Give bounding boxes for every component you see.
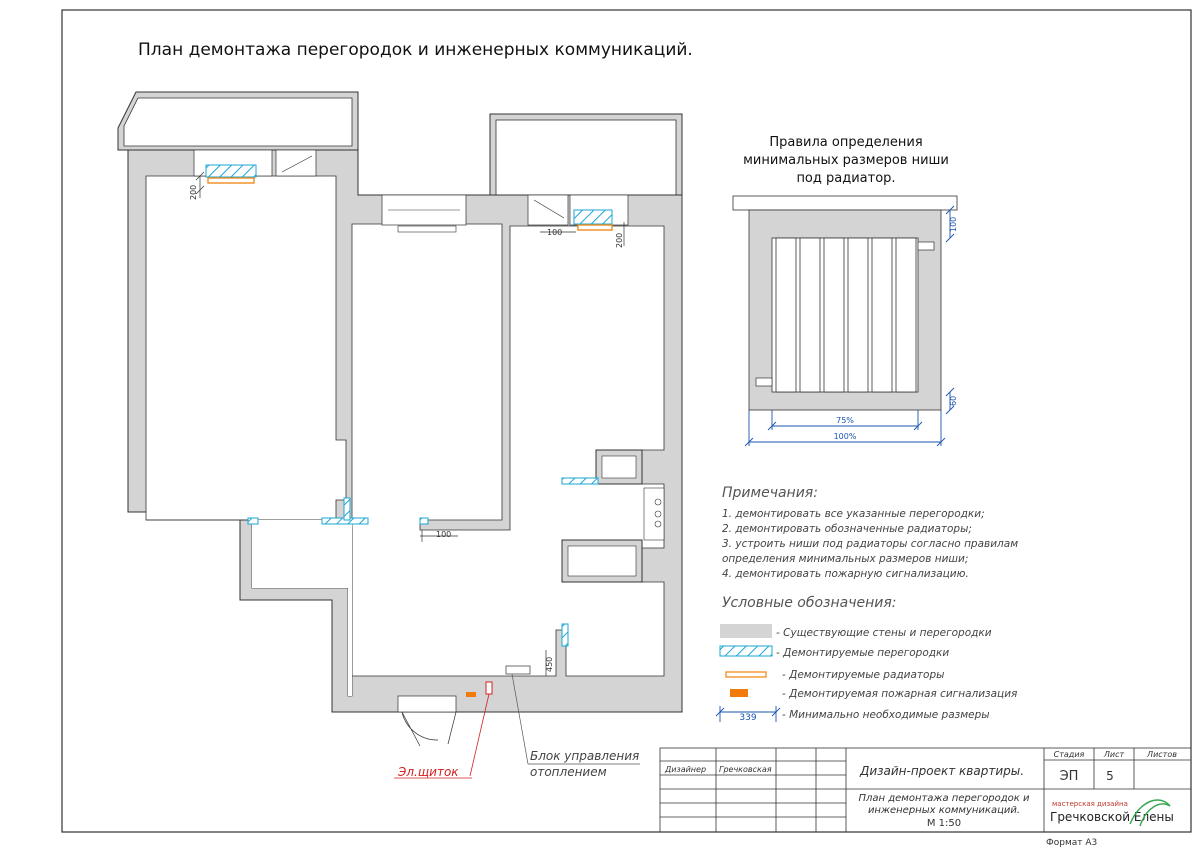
radiator-valve-top [917, 241, 935, 251]
tb-sheet-title-1: План демонтажа перегородок и [858, 793, 1030, 804]
tb-scale: М 1:50 [927, 818, 961, 829]
removed-partition-7 [561, 623, 569, 647]
heating-label-2: отоплением [530, 765, 607, 779]
dim-75-percent: 75% [836, 416, 854, 425]
format-label: Формат А3 [1046, 838, 1097, 848]
rules-title-1: Правила определения [769, 135, 922, 150]
logo-swoosh [1129, 799, 1171, 827]
fire-alarm [466, 692, 476, 697]
room-left [145, 175, 347, 521]
removed-partition-8 [419, 517, 429, 525]
rules-title-3: под радиатор. [796, 171, 895, 186]
dim-200-left: 200 [189, 185, 198, 200]
dim-100-percent: 100% [834, 432, 857, 441]
removed-partition-5 [247, 517, 259, 525]
note-item: 3. устроить ниши под радиаторы согласно … [722, 538, 1018, 550]
tb-sheet: 5 [1106, 769, 1114, 783]
legend-item: - Демонтируемые перегородки [776, 647, 949, 659]
electrical-panel [485, 681, 493, 695]
sheet-frame [61, 9, 1192, 833]
legend: Условные обозначения: - Существующие сте… [715, 595, 1017, 723]
legend-dimension-swatch [715, 706, 781, 722]
dim-100-top: 100 [547, 228, 562, 237]
dim-450: 450 [545, 657, 554, 672]
plan-dimensions [195, 171, 625, 676]
entrance-door [401, 711, 439, 747]
tb-designer-name: Гречковская [719, 765, 772, 774]
windowsill [732, 195, 958, 211]
removed-radiator-1 [207, 177, 255, 184]
removed-partition-4 [343, 497, 351, 521]
legend-partition-swatch [719, 645, 773, 657]
door-right-balcony [527, 194, 569, 226]
legend-item: - Демонтируемые радиаторы [782, 669, 944, 681]
page-title: План демонтажа перегородок и инженерных … [138, 40, 693, 60]
tb-sheet-title-2: инженерных коммуникаций. [868, 805, 1020, 816]
door-left-balcony [275, 149, 317, 177]
dim-60-niche: 60 [949, 396, 958, 406]
removed-partition-2 [573, 209, 613, 225]
heating-control-unit [505, 665, 531, 675]
title-block [659, 747, 1192, 833]
note-item: 1. демонтировать все указанные перегород… [722, 508, 985, 520]
legend-item: - Существующие стены и перегородки [776, 627, 992, 639]
tb-project: Дизайн-проект квартиры. [859, 764, 1024, 778]
notes: Примечания: 1. демонтировать все указанн… [722, 485, 1018, 580]
legend-item: - Минимально необходимые размеры [782, 709, 990, 721]
heating-label-1: Блок управления [530, 749, 639, 763]
legend-heading: Условные обозначения: [722, 595, 896, 611]
dim-100-center: 100 [436, 530, 451, 539]
dim-200-right: 200 [615, 233, 624, 248]
removed-partition-6 [561, 477, 599, 485]
floor-plan: 200 100 200 100 450 [117, 91, 683, 779]
tb-stage: ЭП [1060, 769, 1079, 784]
note-item: определения минимальных размеров ниши; [722, 553, 968, 565]
note-item: 2. демонтировать обозначенные радиаторы; [722, 523, 972, 535]
studio-logo: мастерская дизайна Гречковской Елены [1050, 799, 1174, 827]
removed-radiator-2 [577, 224, 613, 231]
niche-dimensions [744, 205, 955, 447]
radiator-niche-diagram: Правила определения минимальных размеров… [732, 135, 958, 447]
legend-wall-swatch [720, 624, 772, 638]
notes-heading: Примечания: [722, 485, 818, 501]
note-item: 4. демонтировать пожарную сигнализацию. [722, 568, 969, 580]
logo-small-text: мастерская дизайна [1052, 800, 1128, 808]
legend-alarm-swatch [730, 689, 748, 697]
entrance-opening [397, 695, 457, 713]
legend-radiator-swatch [725, 671, 767, 678]
rules-title-2: минимальных размеров ниши [743, 153, 949, 168]
tb-designer-label: Дизайнер [664, 765, 706, 774]
dim-100-niche: 100 [949, 217, 958, 232]
removed-partition-1 [205, 164, 257, 178]
heating-leader [511, 673, 529, 765]
tb-col-sheets: Листов [1146, 750, 1177, 759]
legend-item: - Демонтируемая пожарная сигнализация [782, 688, 1017, 700]
el-panel-leader [469, 693, 490, 777]
radiator-valve-bottom [755, 377, 773, 387]
el-panel-label: Эл.щиток [397, 765, 459, 779]
legend-dim-sample: 339 [739, 713, 756, 723]
tb-col-stage: Стадия [1054, 750, 1085, 759]
tb-col-sheet: Лист [1103, 750, 1125, 759]
radiator-sections [775, 237, 917, 393]
logo-main-text: Гречковской Елены [1050, 810, 1174, 824]
